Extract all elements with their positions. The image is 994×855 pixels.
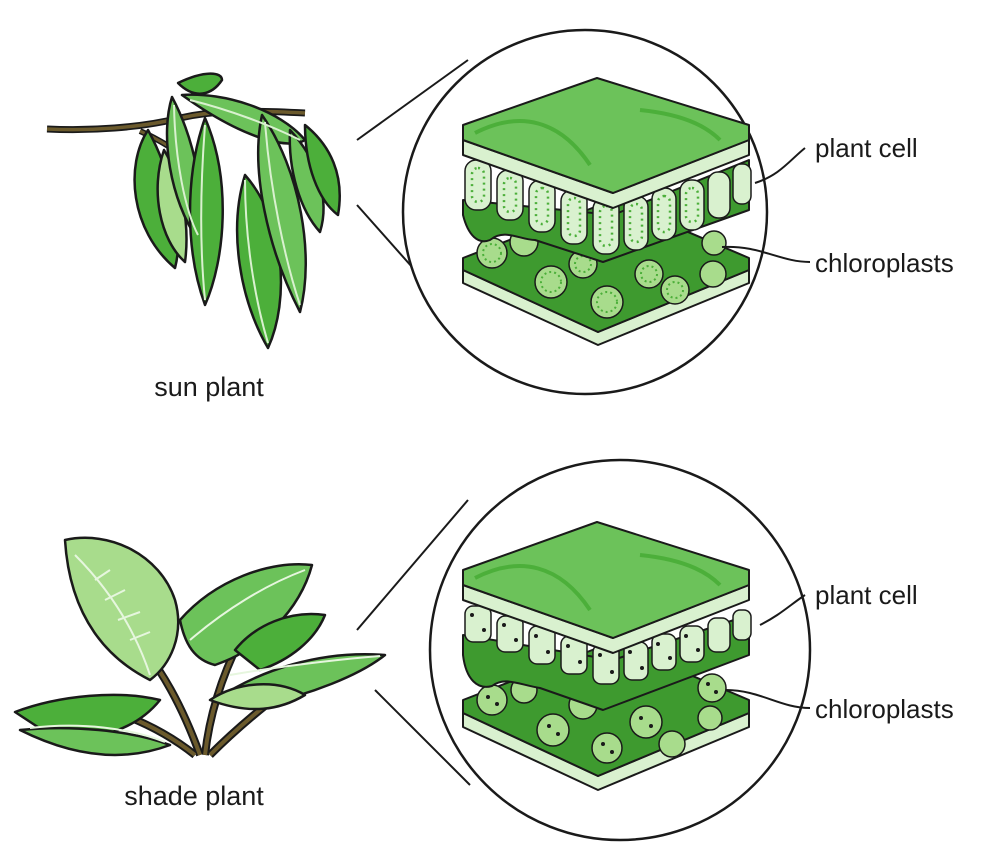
sun-plant-illustration — [47, 74, 340, 348]
plant-cell-label-top: plant cell — [815, 133, 918, 163]
plant-cell-label-bottom: plant cell — [815, 580, 918, 610]
chloroplasts-label-bottom: chloroplasts — [815, 694, 954, 724]
shade-plant-label: shade plant — [124, 781, 264, 811]
sun-plant-label: sun plant — [154, 372, 264, 402]
shade-plant-illustration — [15, 538, 385, 755]
chloroplasts-label-top: chloroplasts — [815, 248, 954, 278]
